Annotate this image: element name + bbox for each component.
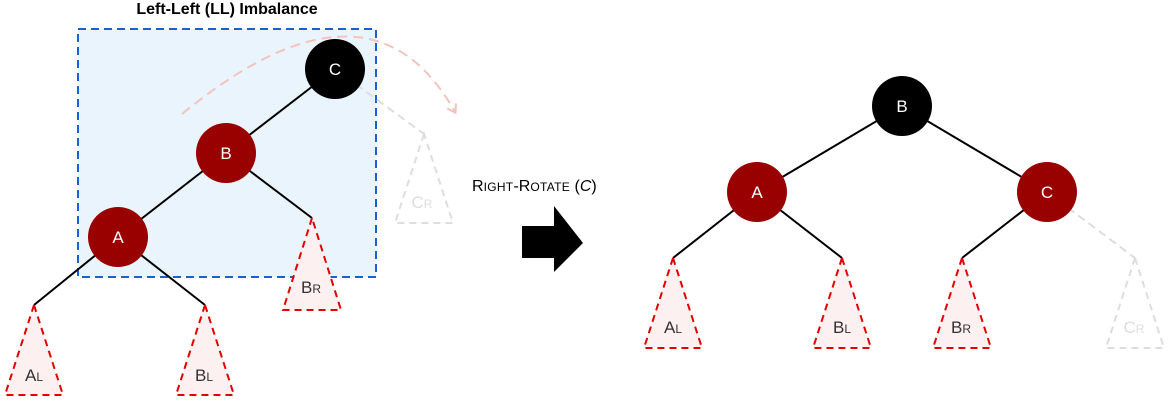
node-a-left bbox=[88, 207, 148, 267]
subtree-al-left-label: AL bbox=[25, 366, 43, 385]
subtree-cr-right-label: CR bbox=[1124, 318, 1145, 337]
node-b-left-label: B bbox=[220, 144, 231, 163]
transform-arrow-icon bbox=[522, 206, 583, 272]
node-c-left-label: C bbox=[329, 60, 341, 79]
node-c-right bbox=[1017, 162, 1077, 222]
subtree-al-right bbox=[642, 254, 704, 349]
rotation-arrow bbox=[181, 35, 457, 115]
subtree-al-right-label: AL bbox=[664, 318, 682, 337]
node-c-left bbox=[305, 39, 365, 99]
subtree-br-left-label: BR bbox=[301, 278, 321, 297]
subtree-bl-left bbox=[174, 301, 236, 396]
subtree-br-right bbox=[931, 254, 993, 349]
subtree-al-left bbox=[3, 301, 65, 396]
subtree-br-right-label: BR bbox=[951, 318, 971, 337]
operation-label: RIGHT-ROTATE (C) bbox=[472, 178, 597, 195]
node-b-left bbox=[196, 123, 256, 183]
subtree-cr-left-label: CR bbox=[412, 193, 433, 212]
subtree-bl-right bbox=[811, 254, 873, 349]
subtree-cr-right bbox=[1104, 254, 1166, 349]
node-a-right bbox=[727, 162, 787, 222]
node-a-right-label: A bbox=[751, 183, 763, 202]
subtree-bl-right-label: BL bbox=[833, 318, 851, 337]
node-b-right-label: B bbox=[896, 97, 907, 116]
subtree-br-left bbox=[281, 214, 343, 311]
node-c-right-label: C bbox=[1041, 183, 1053, 202]
node-a-left-label: A bbox=[112, 228, 124, 247]
node-b-right bbox=[872, 76, 932, 136]
subtree-bl-left-label: BL bbox=[195, 366, 213, 385]
subtree-cr-left bbox=[393, 130, 455, 224]
diagram-title: Left-Left (LL) Imbalance bbox=[136, 1, 318, 18]
